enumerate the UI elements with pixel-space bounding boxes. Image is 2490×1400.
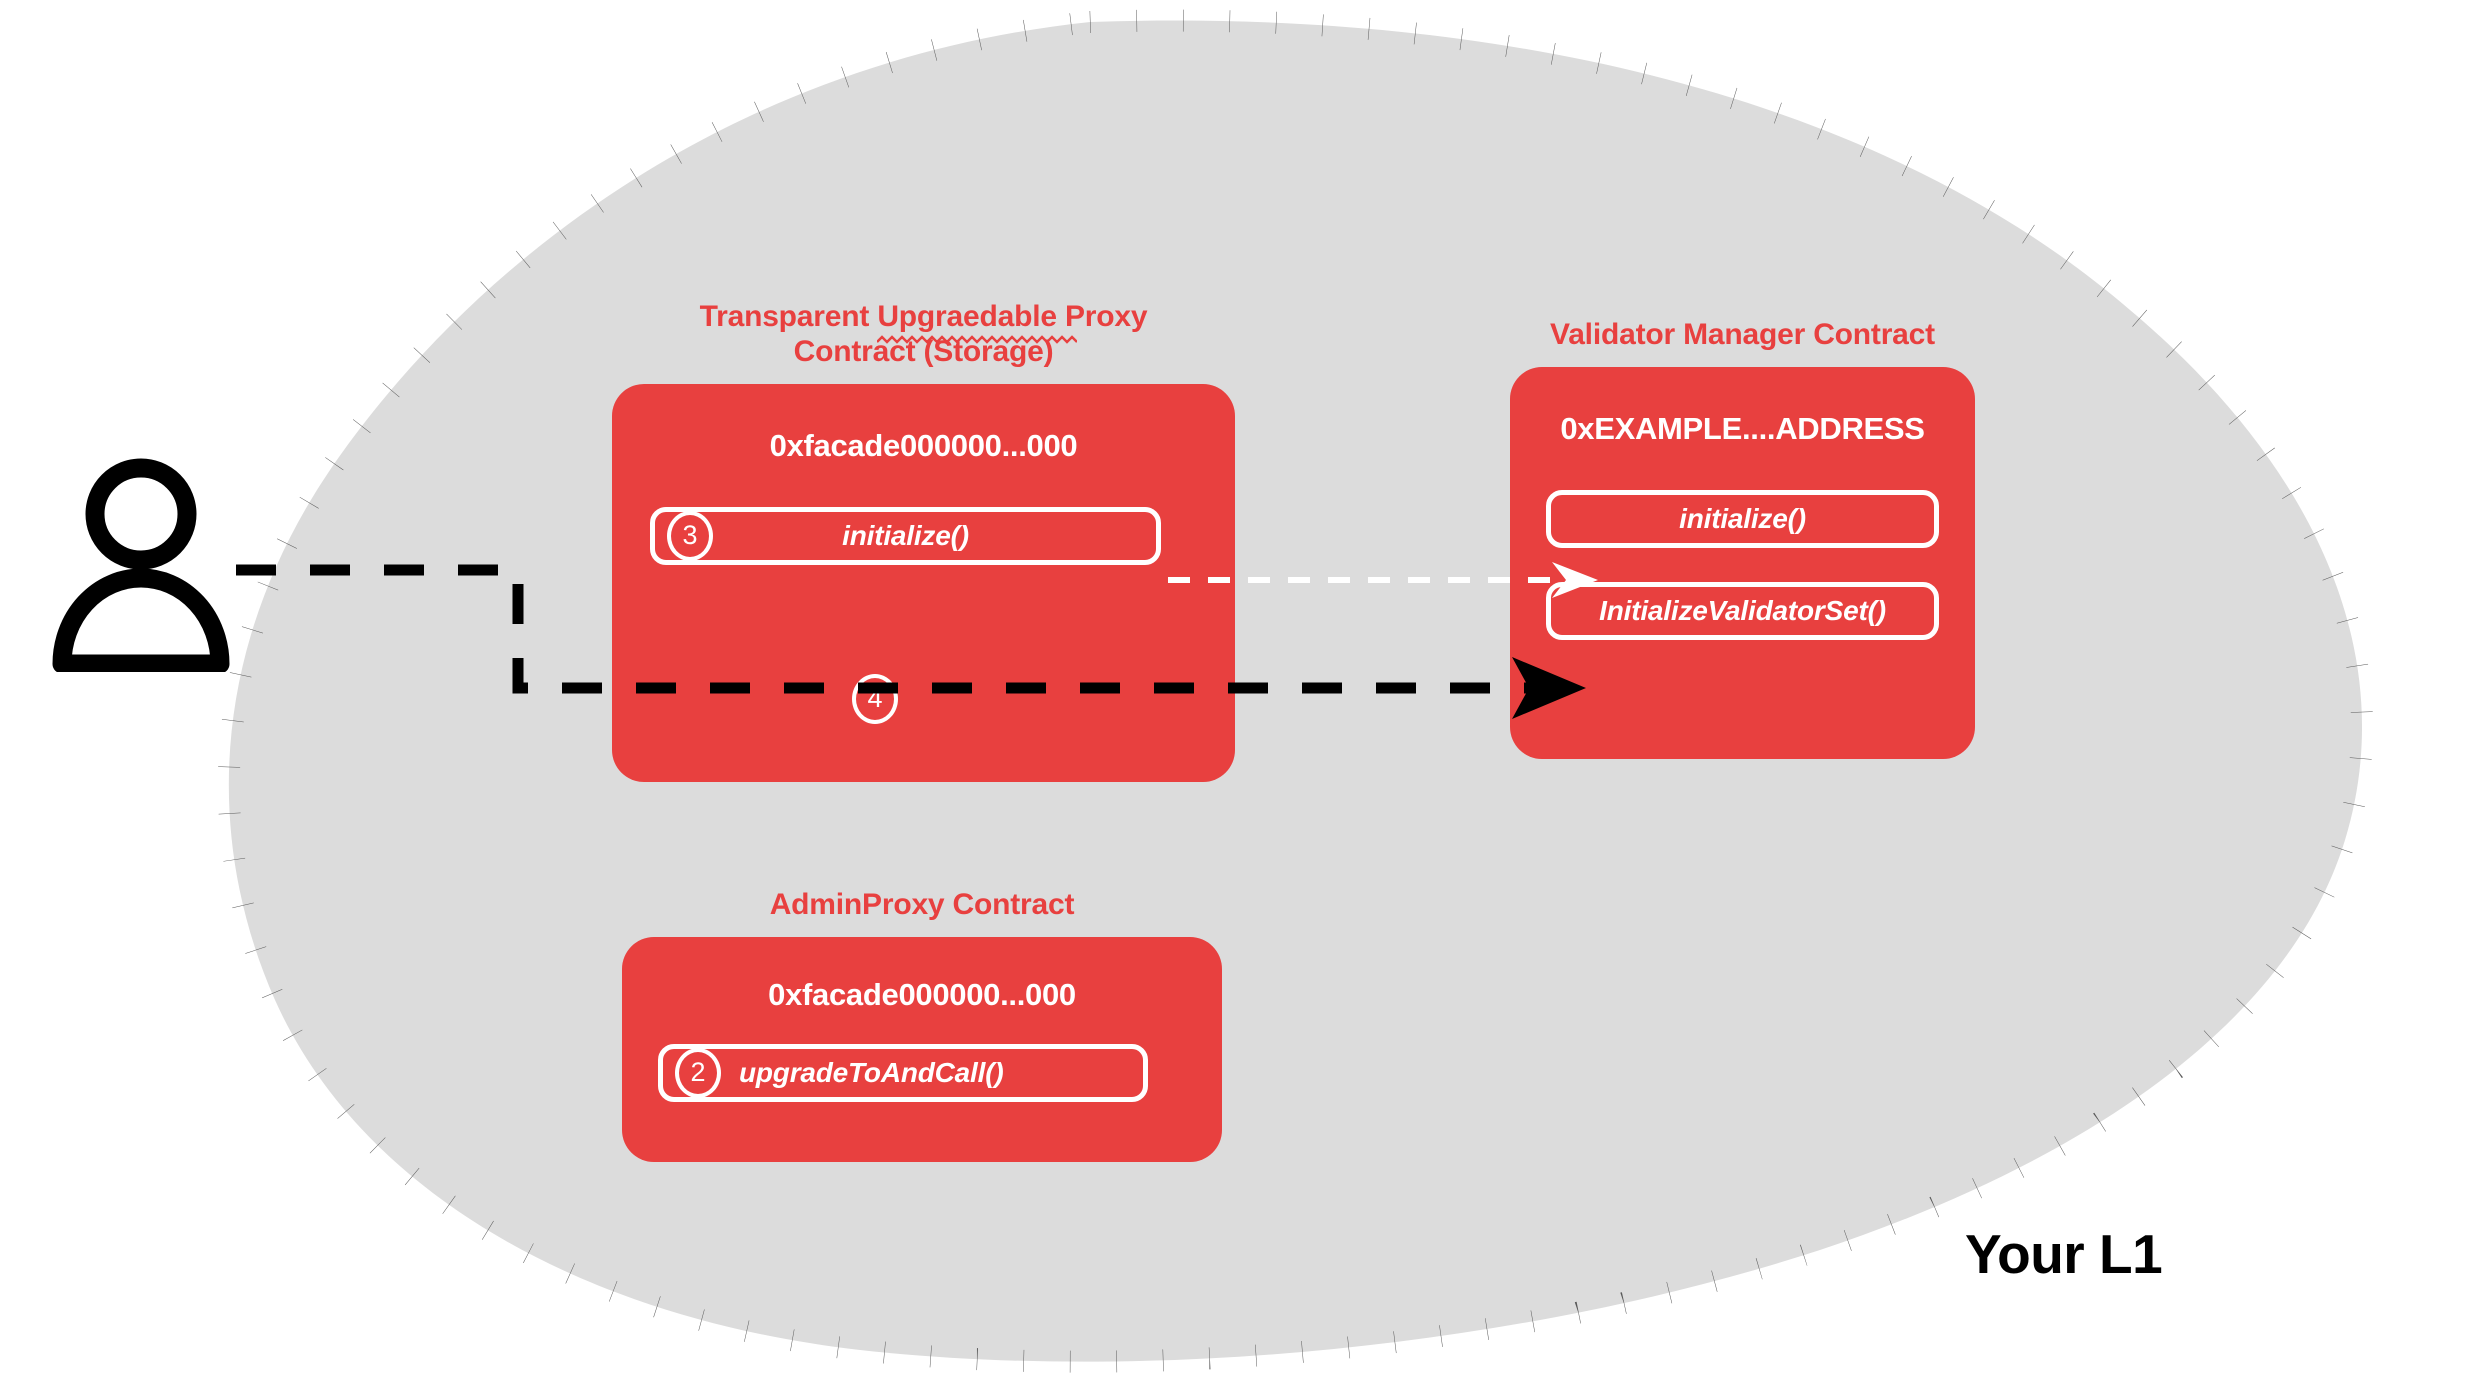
- contract-address-admin-proxy: 0xfacade000000...000: [768, 976, 1076, 1012]
- contract-card-proxy[interactable]: 0xfacade000000...000 3 initialize() 4: [612, 383, 1235, 782]
- function-label-manager-initialize: initialize(): [1679, 502, 1806, 534]
- wire-user-to-initialize-validator-set: [236, 564, 1534, 694]
- function-label-initialize: initialize(): [842, 519, 969, 551]
- contract-admin-proxy: AdminProxy Contract 0xfacade000000...000…: [622, 888, 1222, 1162]
- function-label-initialize-validator-set: InitializeValidatorSet(): [1599, 594, 1886, 626]
- function-label-upgrade-to-and-call: upgradeToAndCall(): [739, 1056, 1004, 1088]
- contract-address-proxy: 0xfacade000000...000: [769, 427, 1078, 463]
- function-row-initialize-validator-set[interactable]: InitializeValidatorSet(): [1546, 581, 1939, 640]
- function-row-upgrade-to-and-call[interactable]: 2 upgradeToAndCall(): [658, 1043, 1148, 1102]
- contract-title-manager: Validator Manager Contract: [1550, 318, 1935, 351]
- user-person-icon: [52, 458, 230, 674]
- region-label-your-l1: Your L1: [1965, 1223, 2163, 1285]
- step-badge-3: 3: [667, 510, 713, 561]
- contract-title-admin-proxy: AdminProxy Contract: [769, 888, 1075, 921]
- arrowhead-initialize-validator-set: [1512, 657, 1586, 719]
- contract-address-manager: 0xEXAMPLE....ADDRESS: [1560, 410, 1925, 446]
- title-text-part-2: Proxy: [1056, 300, 1148, 333]
- contract-card-admin-proxy[interactable]: 0xfacade000000...000 2 upgradeToAndCall(…: [622, 936, 1222, 1162]
- title-text-part-1: Transparent: [699, 300, 878, 333]
- contract-card-manager[interactable]: 0xEXAMPLE....ADDRESS initialize() Initia…: [1510, 366, 1975, 759]
- user-actor: [46, 452, 236, 674]
- step-badge-2: 2: [675, 1047, 721, 1098]
- contract-validator-manager: Validator Manager Contract 0xEXAMPLE....…: [1510, 318, 1975, 759]
- arrowhead-manager-initialize: [1552, 562, 1598, 598]
- misspelled-word: Upgraedable: [877, 300, 1057, 333]
- function-row-manager-initialize[interactable]: initialize(): [1546, 489, 1939, 548]
- misspelled-word-wrapper: Upgraedable: [877, 300, 1078, 344]
- function-row-initialize[interactable]: 3 initialize(): [650, 506, 1161, 565]
- spellcheck-squiggle-icon: [877, 335, 1078, 344]
